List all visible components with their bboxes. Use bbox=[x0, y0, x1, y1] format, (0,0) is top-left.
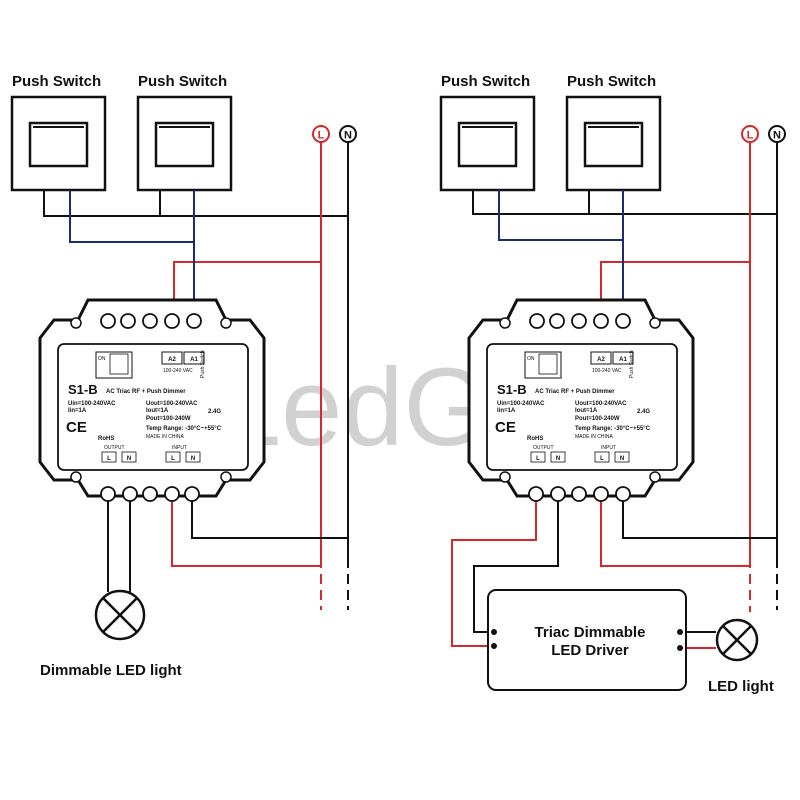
right-wires bbox=[451, 140, 778, 649]
right-push-switch-2 bbox=[565, 95, 662, 192]
right-dimmer-module: ON A2 A1 100-240 VAC Push Switch S1-B AC… bbox=[467, 298, 695, 502]
svg-text:ON: ON bbox=[98, 356, 106, 362]
svg-text:Uout=100-240VAC: Uout=100-240VAC bbox=[575, 401, 627, 407]
svg-text:L: L bbox=[107, 456, 111, 462]
svg-text:A2: A2 bbox=[597, 357, 605, 363]
svg-text:100-240 VAC: 100-240 VAC bbox=[592, 368, 622, 374]
svg-text:Iin=1A: Iin=1A bbox=[497, 408, 516, 414]
svg-text:S1-B: S1-B bbox=[497, 382, 527, 397]
svg-text:CE: CE bbox=[66, 419, 87, 436]
right-push-switch-1 bbox=[439, 95, 536, 192]
svg-text:RoHS: RoHS bbox=[98, 436, 114, 442]
svg-text:Uin=100-240VAC: Uin=100-240VAC bbox=[497, 401, 545, 407]
svg-text:MADE IN CHINA: MADE IN CHINA bbox=[575, 434, 613, 440]
svg-text:N: N bbox=[191, 456, 195, 462]
svg-text:A1: A1 bbox=[190, 357, 198, 363]
svg-text:ON: ON bbox=[527, 356, 535, 362]
left-push-switch-2 bbox=[136, 95, 233, 192]
svg-text:L: L bbox=[318, 130, 325, 142]
svg-text:Iout=1A: Iout=1A bbox=[575, 408, 598, 414]
svg-text:L: L bbox=[747, 130, 754, 142]
svg-text:A2: A2 bbox=[168, 357, 176, 363]
driver-label-line2: LED Driver bbox=[551, 642, 629, 659]
svg-text:Iout=1A: Iout=1A bbox=[146, 408, 169, 414]
right-switch2-label: Push Switch bbox=[567, 73, 656, 90]
left-diagram: Push Switch Push Switch bbox=[10, 73, 357, 679]
left-load-label: Dimmable LED light bbox=[40, 662, 182, 679]
left-neutral-marker: N bbox=[339, 125, 357, 143]
svg-text:L: L bbox=[536, 456, 540, 462]
svg-text:100-240 VAC: 100-240 VAC bbox=[163, 368, 193, 374]
svg-text:2.4G: 2.4G bbox=[637, 409, 650, 415]
svg-text:CE: CE bbox=[495, 419, 516, 436]
left-lamp-icon bbox=[94, 589, 146, 641]
left-switch1-label: Push Switch bbox=[12, 73, 101, 90]
svg-text:N: N bbox=[773, 130, 781, 142]
svg-text:2.4G: 2.4G bbox=[208, 409, 221, 415]
svg-text:AC Triac RF + Push Dimmer: AC Triac RF + Push Dimmer bbox=[106, 389, 186, 395]
right-switch1-label: Push Switch bbox=[441, 73, 530, 90]
driver-label-line1: Triac Dimmable bbox=[535, 624, 646, 641]
svg-text:N: N bbox=[620, 456, 624, 462]
svg-text:N: N bbox=[556, 456, 560, 462]
left-push-switch-1 bbox=[10, 95, 107, 192]
svg-text:A1: A1 bbox=[619, 357, 627, 363]
left-wires bbox=[43, 140, 349, 610]
svg-text:Uout=100-240VAC: Uout=100-240VAC bbox=[146, 401, 198, 407]
svg-text:MADE IN CHINA: MADE IN CHINA bbox=[146, 434, 184, 440]
svg-text:Uin=100-240VAC: Uin=100-240VAC bbox=[68, 401, 116, 407]
svg-text:INPUT: INPUT bbox=[601, 445, 616, 451]
svg-text:L: L bbox=[171, 456, 175, 462]
left-switch2-label: Push Switch bbox=[138, 73, 227, 90]
svg-text:INPUT: INPUT bbox=[172, 445, 187, 451]
right-load-label: LED light bbox=[708, 678, 774, 695]
svg-text:Push Switch: Push Switch bbox=[200, 350, 206, 378]
svg-text:RoHS: RoHS bbox=[527, 436, 543, 442]
left-live-marker: L bbox=[312, 125, 330, 143]
svg-text:Pout=100-240W: Pout=100-240W bbox=[575, 416, 620, 422]
svg-text:Push Switch: Push Switch bbox=[629, 350, 635, 378]
svg-text:S1-B: S1-B bbox=[68, 382, 98, 397]
svg-text:N: N bbox=[344, 130, 352, 142]
right-diagram: Push Switch Push Switch bbox=[439, 73, 786, 695]
svg-text:L: L bbox=[600, 456, 604, 462]
right-led-driver: Triac Dimmable LED Driver bbox=[487, 589, 687, 691]
right-live-marker: L bbox=[741, 125, 759, 143]
right-neutral-marker: N bbox=[768, 125, 786, 143]
right-lamp-icon bbox=[715, 618, 759, 662]
left-dimmer-module: ON A2 A1 100-240 VAC Push Switch S1-B AC… bbox=[38, 298, 266, 502]
svg-text:N: N bbox=[127, 456, 131, 462]
svg-text:Temp Range: -30°C~+55°C: Temp Range: -30°C~+55°C bbox=[575, 426, 651, 432]
svg-text:OUTPUT: OUTPUT bbox=[533, 445, 554, 451]
svg-text:Iin=1A: Iin=1A bbox=[68, 408, 87, 414]
svg-text:AC Triac RF + Push Dimmer: AC Triac RF + Push Dimmer bbox=[535, 389, 615, 395]
svg-text:OUTPUT: OUTPUT bbox=[104, 445, 125, 451]
svg-text:Temp Range: -30°C~+55°C: Temp Range: -30°C~+55°C bbox=[146, 426, 222, 432]
svg-text:Pout=100-240W: Pout=100-240W bbox=[146, 416, 191, 422]
